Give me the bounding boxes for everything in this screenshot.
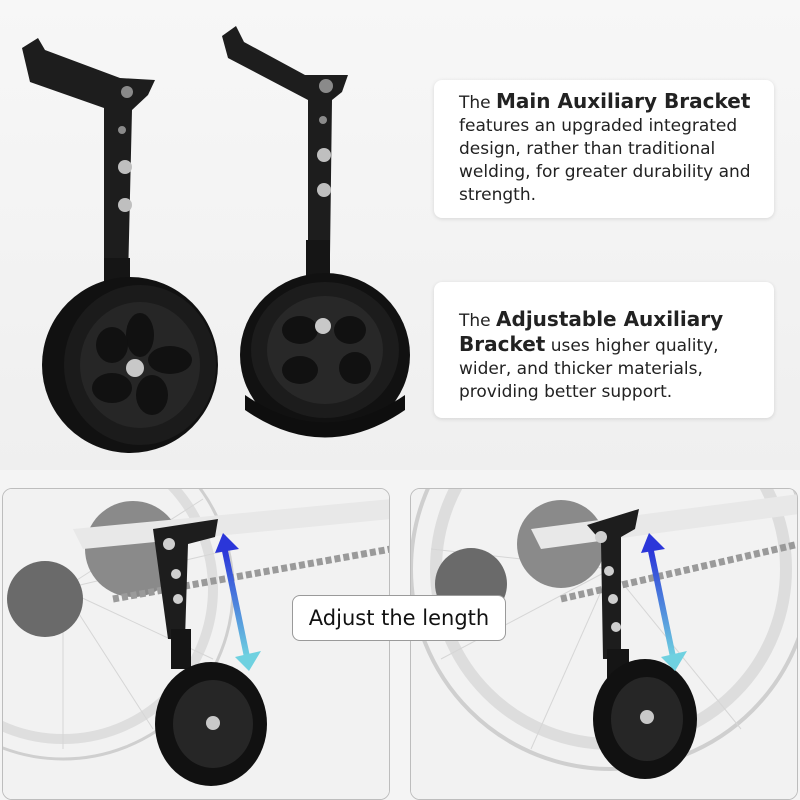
main-bracket-image: [22, 38, 155, 298]
right-wheel-image: [240, 273, 410, 438]
main-bracket-text: The Main Auxiliary Bracket features an u…: [459, 90, 774, 207]
left-wheel-image: [42, 277, 218, 453]
adjustable-bracket-prefix: The: [459, 311, 491, 331]
adjustable-bracket-highlight: Adjustable Auxiliary Bracket: [459, 307, 724, 356]
product-photo-area: [0, 0, 800, 470]
adjustable-bracket-callout: The Adjustable Auxiliary Bracket uses hi…: [434, 282, 774, 418]
main-bracket-body: features an upgraded integrated design, …: [459, 116, 751, 205]
installed-photo-long: [410, 488, 798, 800]
adjustable-bracket-body: uses higher quality, wider, and thicker …: [459, 336, 719, 402]
installed-wheel-long-image: [411, 489, 797, 799]
main-bracket-prefix: The: [459, 93, 491, 113]
training-wheels-illustration: [22, 26, 410, 453]
main-bracket-callout: The Main Auxiliary Bracket features an u…: [434, 80, 774, 218]
installed-photo-short: [2, 488, 390, 800]
main-bracket-highlight: Main Auxiliary Bracket: [496, 89, 751, 113]
adjustable-bracket-text: The Adjustable Auxiliary Bracket uses hi…: [459, 308, 774, 404]
installed-wheel-short-image: [3, 489, 389, 799]
adjust-length-label: Adjust the length: [292, 595, 506, 641]
adjust-arrow-icon: [641, 533, 687, 671]
adjust-arrow-icon: [215, 533, 261, 671]
